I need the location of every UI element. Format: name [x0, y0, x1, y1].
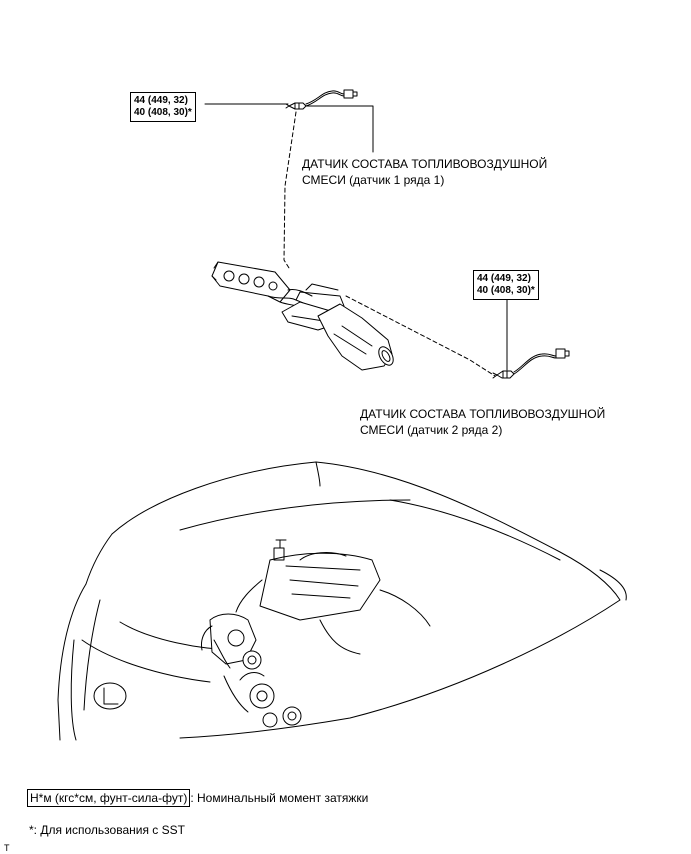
install-line-1: [283, 111, 297, 269]
install-line-2: [345, 295, 496, 377]
torque-spec-2-line2: 40 (408, 30)*: [477, 285, 535, 296]
exhaust-manifold: [211, 261, 394, 371]
torque-spec-box-2: 44 (449, 32) 40 (408, 30)*: [473, 270, 539, 300]
sensor-2-label-line1: ДАТЧИК СОСТАВА ТОПЛИВОВОЗДУШНОЙ: [360, 407, 606, 421]
torque-spec-1-line2: 40 (408, 30)*: [134, 107, 192, 118]
sensor-2-label-line2: СМЕСИ (датчик 2 ряда 2): [360, 423, 503, 437]
corner-mark: T: [4, 843, 10, 853]
torque-spec-1-line1: 44 (449, 32): [134, 95, 188, 106]
sensor-2-label: ДАТЧИК СОСТАВА ТОПЛИВОВОЗДУШНОЙ СМЕСИ (д…: [360, 406, 605, 438]
torque-legend: Н*м (кгс*см, фунт-сила-фут): Номинальный…: [27, 789, 369, 807]
sensor-1-label: ДАТЧИК СОСТАВА ТОПЛИВОВОЗДУШНОЙ СМЕСИ (д…: [302, 156, 547, 188]
torque-spec-box-1: 44 (449, 32) 40 (408, 30)*: [130, 92, 196, 122]
sensor-1-label-line1: ДАТЧИК СОСТАВА ТОПЛИВОВОЗДУШНОЙ: [302, 157, 548, 171]
torque-unit-box: Н*м (кгс*см, фунт-сила-фут): [27, 789, 191, 807]
vehicle-illustration: [57, 461, 627, 741]
torque-legend-description: : Номинальный момент затяжки: [190, 791, 369, 805]
sst-footnote: *: Для использования с SST: [29, 823, 185, 837]
sensor-leader-1: [305, 105, 374, 153]
air-fuel-ratio-sensor-2: [492, 348, 570, 379]
sensor-1-label-line2: СМЕСИ (датчик 1 ряда 1): [302, 173, 445, 187]
torque-spec-2-line1: 44 (449, 32): [477, 273, 531, 284]
